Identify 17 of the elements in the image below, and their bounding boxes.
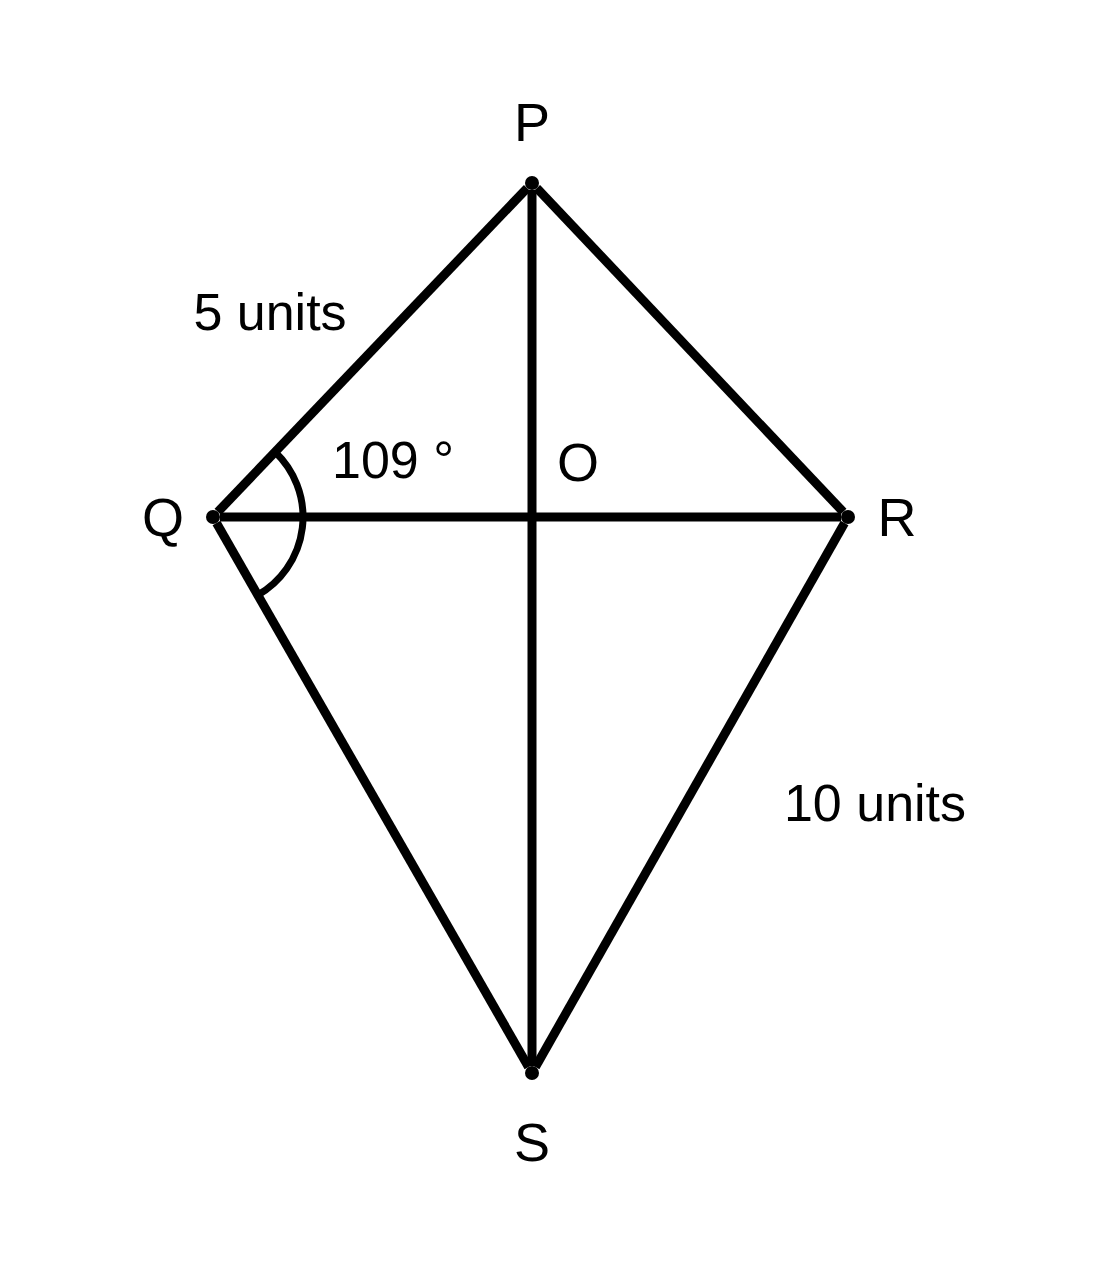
point-label: O: [557, 435, 599, 489]
length-label: 5 units: [193, 286, 347, 338]
line-segment: [533, 185, 847, 515]
angle-label: 109 °: [332, 434, 454, 486]
vertex-point: [525, 1066, 539, 1080]
line-segment: [212, 520, 533, 1070]
vertex-label: P: [514, 95, 550, 149]
line-segment: [220, 512, 841, 522]
line-segment: [531, 520, 849, 1070]
line-segment: [214, 184, 531, 516]
vertex-point: [206, 510, 220, 524]
vertex-point: [841, 510, 855, 524]
vertex-label: R: [877, 490, 917, 544]
line-segment: [527, 190, 537, 1066]
vertex-label: S: [514, 1115, 550, 1169]
length-label: 10 units: [783, 777, 967, 829]
vertex-point: [525, 176, 539, 190]
